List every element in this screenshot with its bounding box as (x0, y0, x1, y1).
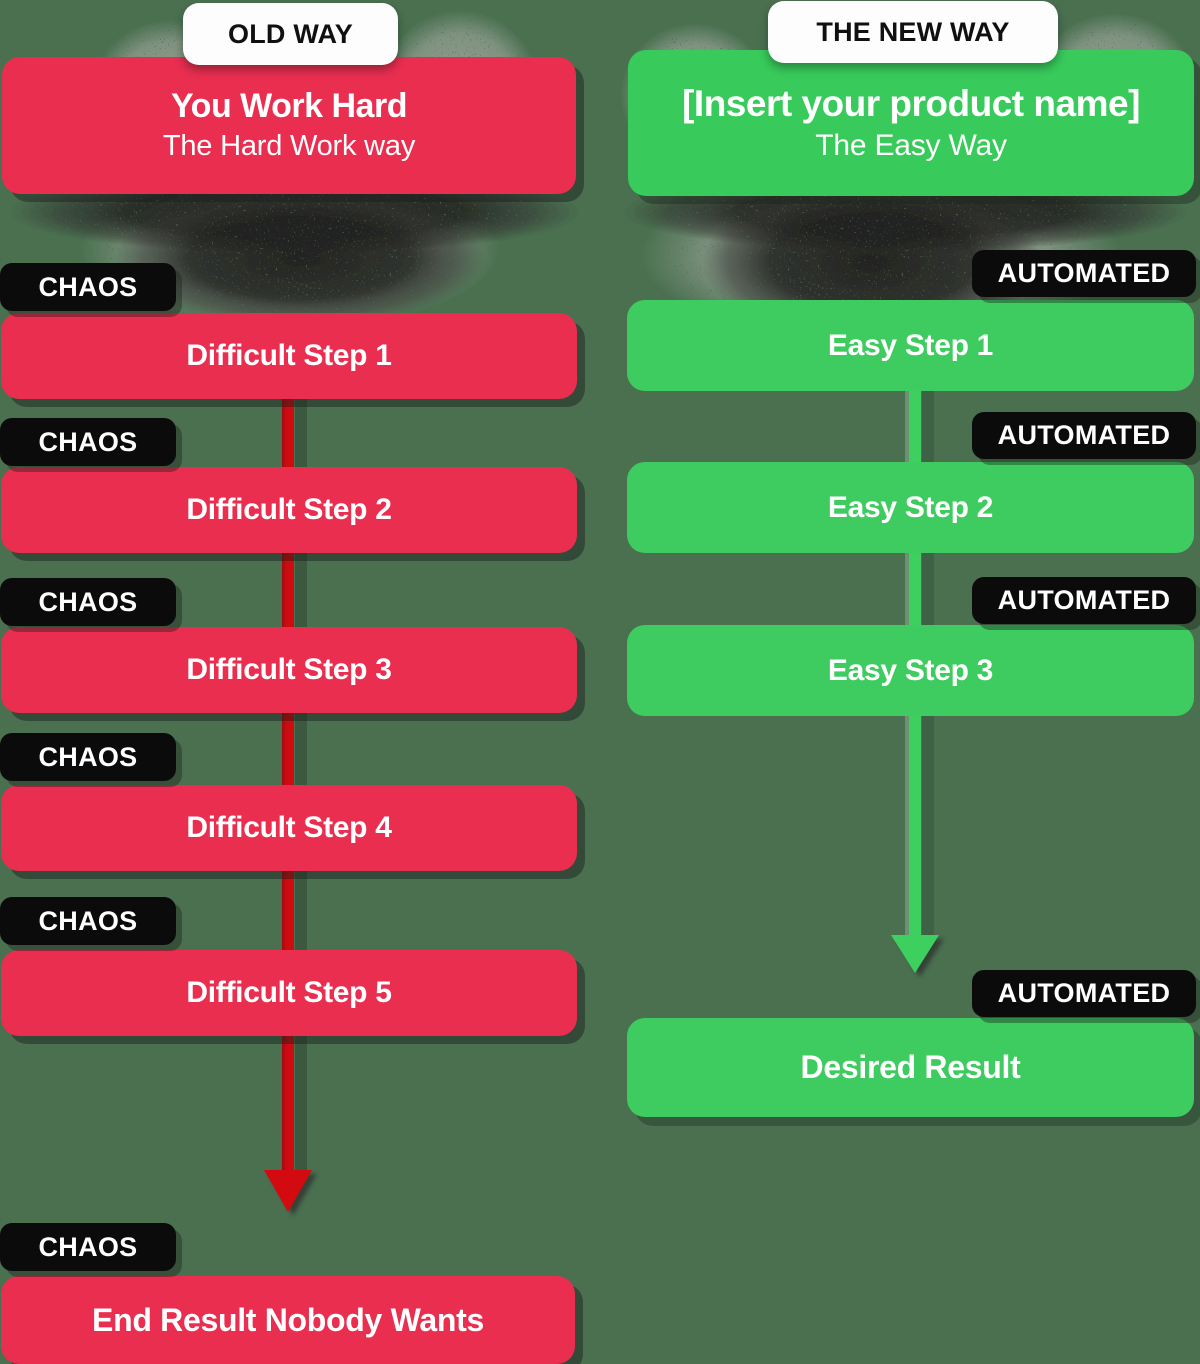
difficult-step-2: Difficult Step 2 (1, 467, 577, 553)
old-way-badge: OLD WAY (183, 3, 398, 65)
old-way-title: You Work Hard (171, 87, 407, 126)
automated-tag-3: AUTOMATED (972, 577, 1196, 624)
old-way-arrowhead-icon (264, 1170, 312, 1212)
old-way-header: You Work Hard The Hard Work way (2, 57, 576, 194)
chaos-tag-3: CHAOS (0, 578, 176, 626)
new-way-arrowhead-icon (891, 935, 939, 973)
old-way-badge-label: OLD WAY (228, 18, 353, 49)
difficult-step-5: Difficult Step 5 (1, 950, 577, 1036)
automated-tag-4: AUTOMATED (972, 970, 1196, 1017)
old-way-subtitle: The Hard Work way (162, 130, 416, 163)
new-way-badge-label: THE NEW WAY (816, 16, 1010, 47)
chaos-tag-4: CHAOS (0, 733, 176, 781)
new-way-badge: THE NEW WAY (768, 1, 1058, 63)
old-way-result: End Result Nobody Wants (1, 1276, 575, 1364)
chaos-tag-6: CHAOS (0, 1223, 176, 1271)
easy-step-1: Easy Step 1 (627, 300, 1194, 391)
difficult-step-3: Difficult Step 3 (1, 627, 577, 713)
automated-tag-2: AUTOMATED (972, 412, 1196, 459)
easy-step-2: Easy Step 2 (627, 462, 1194, 553)
automated-tag-1: AUTOMATED (972, 250, 1196, 297)
easy-step-3: Easy Step 3 (627, 625, 1194, 716)
new-way-header: [Insert your product name] The Easy Way (628, 50, 1194, 196)
difficult-step-1: Difficult Step 1 (1, 313, 577, 399)
chaos-tag-2: CHAOS (0, 418, 176, 466)
new-way-subtitle: The Easy Way (815, 128, 1007, 162)
chaos-tag-1: CHAOS (0, 263, 176, 311)
chaos-tag-5: CHAOS (0, 897, 176, 945)
difficult-step-4: Difficult Step 4 (1, 785, 577, 871)
new-way-result: Desired Result (627, 1018, 1194, 1117)
new-way-title: [Insert your product name] (682, 82, 1140, 124)
